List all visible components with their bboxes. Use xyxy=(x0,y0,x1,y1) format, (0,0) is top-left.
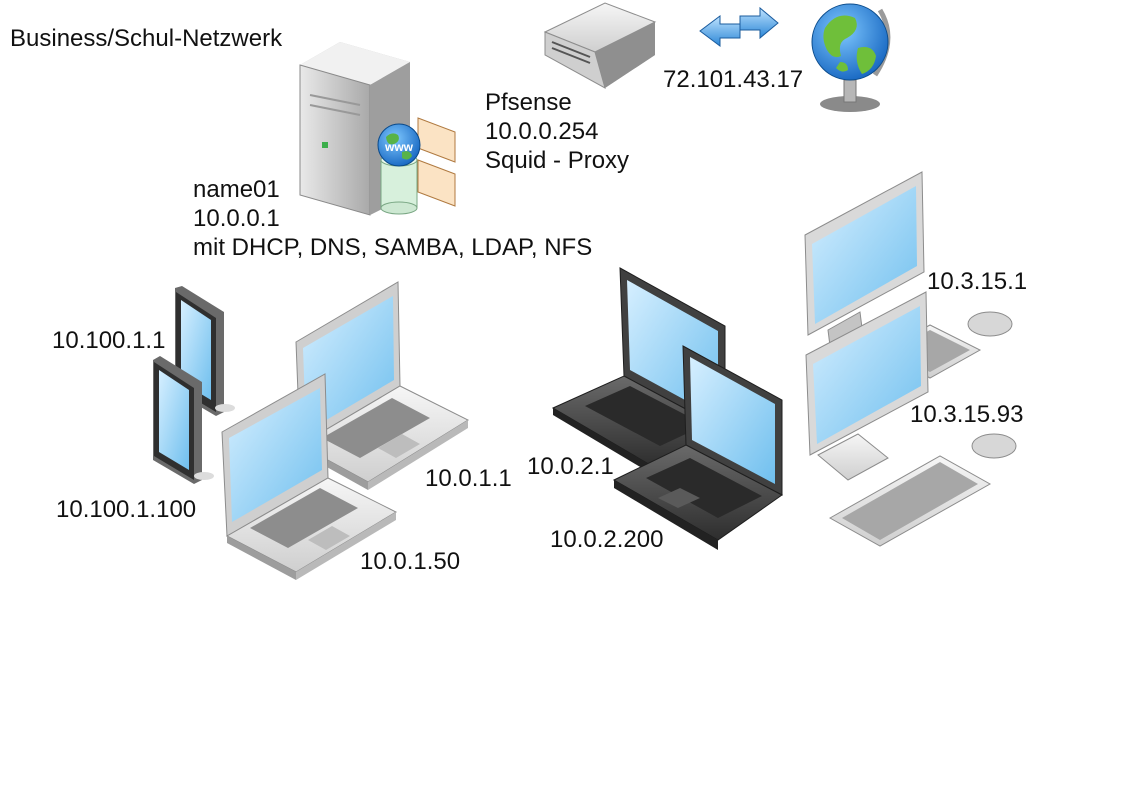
tablet-device-icon xyxy=(153,356,214,484)
firewall-ip-label: 10.0.0.254 xyxy=(485,118,599,145)
laptop-1-ip-label: 10.0.1.1 xyxy=(425,465,512,492)
globe-icon xyxy=(811,3,891,112)
internet-ip-label: 72.101.43.17 xyxy=(663,66,804,93)
bidirectional-arrows-icon xyxy=(699,6,779,47)
laptop-2-ip-label: 10.0.1.50 xyxy=(360,548,461,575)
svg-text:www: www xyxy=(384,140,414,154)
dark-laptop-1-ip-label: 10.0.2.1 xyxy=(527,453,614,480)
server-services-label: mit DHCP, DNS, SAMBA, LDAP, NFS xyxy=(193,234,593,261)
tablet-2-ip-label: 10.100.1.100 xyxy=(56,496,197,523)
dark-laptop-2-ip-label: 10.0.2.200 xyxy=(550,526,664,553)
laptop-icon xyxy=(612,345,783,550)
firewall-name-label: Pfsense xyxy=(485,89,572,116)
firewall-appliance-icon xyxy=(543,2,657,90)
desktop-2-ip-label: 10.3.15.93 xyxy=(910,401,1024,428)
server-ip-label: 10.0.0.1 xyxy=(193,205,280,232)
laptop-icon xyxy=(221,373,398,580)
tablet-1-ip-label: 10.100.1.1 xyxy=(52,327,166,354)
firewall-service-label: Squid - Proxy xyxy=(485,147,630,174)
desktop-computer-icon xyxy=(804,171,1013,379)
desktop-computer-icon xyxy=(805,291,1017,547)
server-name-label: name01 xyxy=(193,176,280,203)
diagram-title: Business/Schul-Netzwerk xyxy=(10,25,283,52)
server-www-icon: www xyxy=(299,42,456,216)
desktop-1-ip-label: 10.3.15.1 xyxy=(927,268,1028,295)
